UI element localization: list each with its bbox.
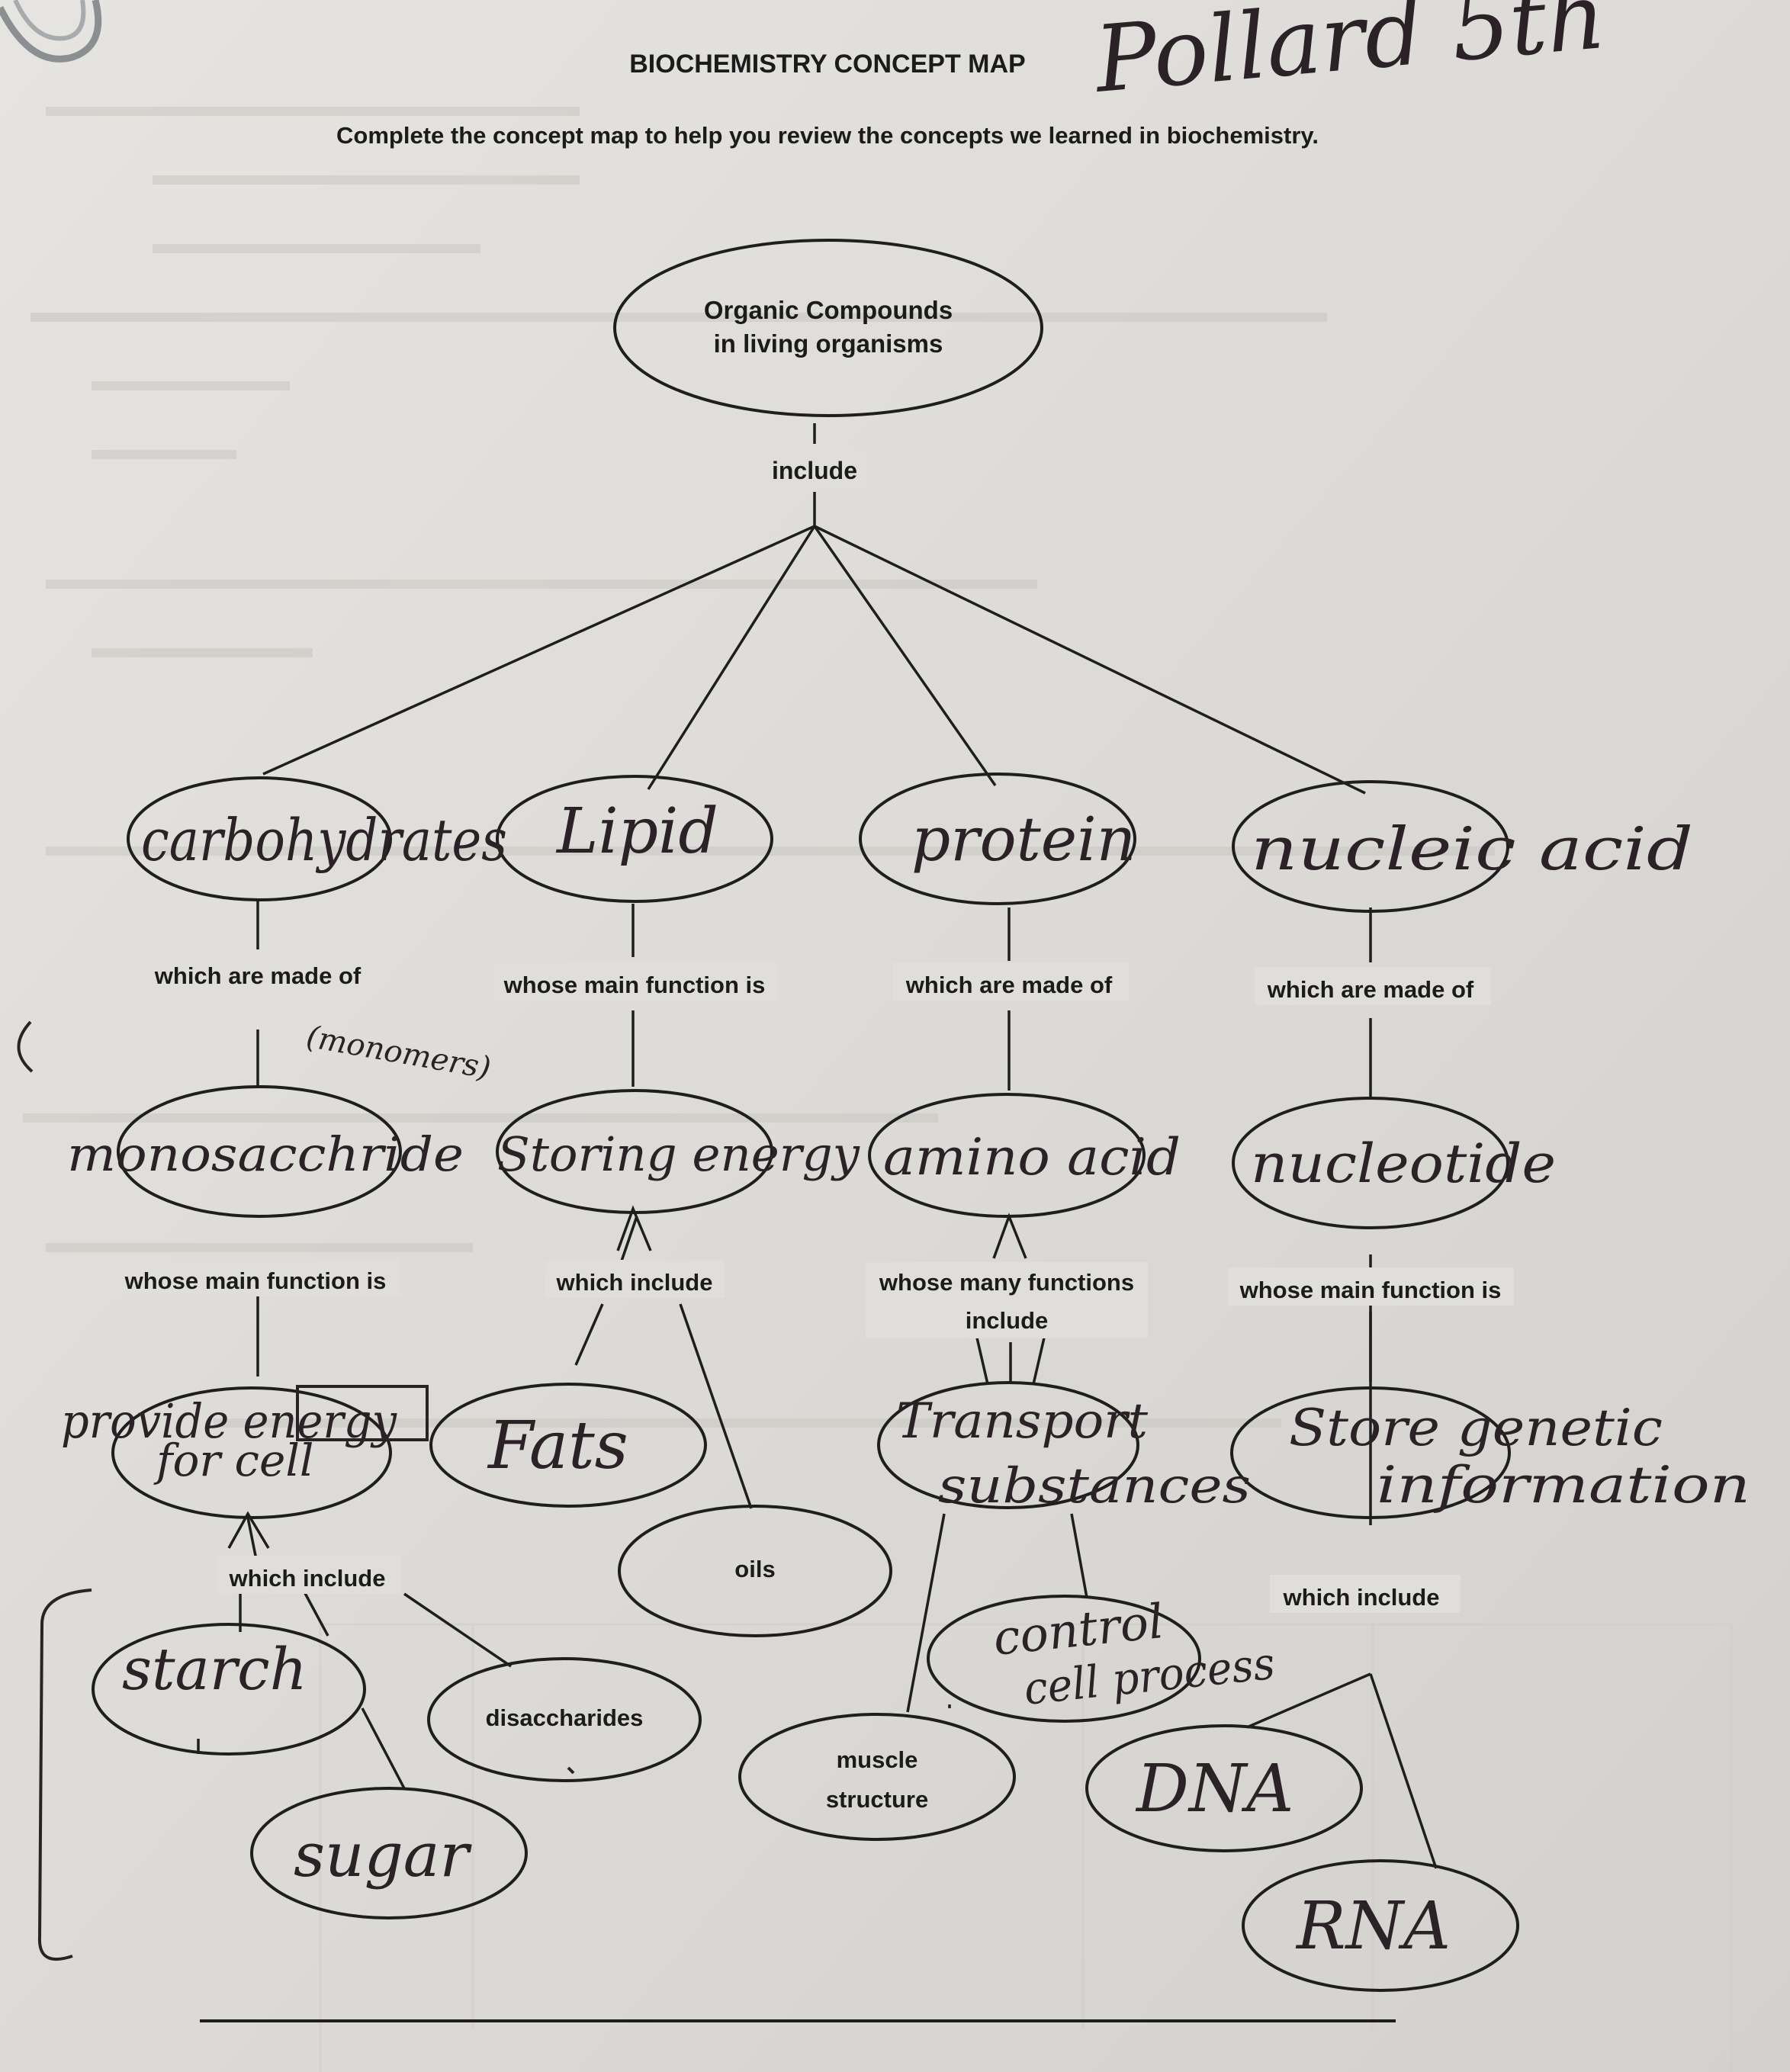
transport-answer-line2: substances (938, 1458, 1251, 1515)
paper-clip-icon (0, 0, 102, 63)
node-ellipses (92, 239, 1519, 1992)
carb-made-of-link: which are made of (154, 962, 362, 989)
rna-answer: RNA (1295, 1888, 1451, 1964)
fats-answer: Fats (487, 1408, 628, 1484)
nucleotide-answer: nucleotide (1251, 1132, 1556, 1195)
root-label-line2: in living organisms (714, 329, 943, 358)
protein-answer: protein (911, 804, 1136, 875)
worksheet-title: BIOCHEMISTRY CONCEPT MAP (629, 50, 1025, 79)
root-node (613, 239, 1043, 417)
muscle-structure-node (738, 1713, 1016, 1841)
dna-answer: DNA (1135, 1751, 1293, 1827)
starch-node (92, 1623, 366, 1756)
mono-function-link: whose main function is (124, 1267, 387, 1294)
store-genetic-answer-line2: information (1377, 1456, 1750, 1515)
energy-box-mark (296, 1385, 429, 1441)
disaccharides-label: disaccharides (486, 1704, 644, 1731)
nucleotide-function-link: whose main function is (1239, 1277, 1502, 1303)
carbohydrates-node (127, 776, 392, 901)
fats-node (429, 1383, 707, 1508)
oils-node (618, 1505, 892, 1637)
genetic-include-link: which include (1283, 1584, 1440, 1611)
store-genetic-answer-line1: Store genetic (1289, 1399, 1663, 1457)
energy-include-link: which include (229, 1565, 386, 1592)
root-label-line1: Organic Compounds (704, 296, 953, 324)
nucleic-made-of-link: which are made of (1267, 976, 1474, 1003)
transport-node (877, 1381, 1139, 1509)
lipid-node (496, 775, 773, 903)
amino-functions-link-line2: include (966, 1307, 1049, 1334)
nucleic-acid-node (1232, 780, 1509, 913)
nucleic-acid-answer: nucleic acid (1251, 815, 1693, 884)
amino-functions-link-line1: whose many functions (879, 1269, 1134, 1296)
transport-answer-line1: Transport (896, 1393, 1148, 1450)
lipid-include-link: which include (556, 1269, 713, 1296)
link-phrases: include which are made of whose main fun… (111, 448, 1514, 1613)
storing-energy-node (496, 1089, 773, 1214)
protein-node (859, 773, 1136, 905)
connector-lines (197, 423, 1438, 1869)
sugar-answer: sugar (294, 1820, 472, 1890)
lipid-function-link: whose main function is (503, 972, 766, 998)
instructions-text: Complete the concept map to help you rev… (336, 122, 1319, 149)
store-genetic-node (1230, 1386, 1511, 1519)
monosaccharide-node (117, 1085, 402, 1218)
provide-energy-answer-line2: for cell (153, 1434, 313, 1486)
protein-made-of-link: which are made of (905, 972, 1113, 998)
oils-label: oils (734, 1556, 775, 1582)
handwritten-answers: carbohydrates Lipid protein nucleic acid… (61, 795, 1750, 1964)
storing-energy-answer: Storing energy (497, 1126, 860, 1182)
sugar-node (250, 1787, 528, 1919)
nucleotide-node (1232, 1097, 1509, 1229)
monosaccharide-answer: monosacchride (67, 1126, 464, 1182)
include-link: include (772, 457, 857, 484)
muscle-structure-label-line1: muscle (837, 1746, 918, 1773)
muscle-structure-label-line2: structure (826, 1786, 928, 1813)
dna-node (1085, 1724, 1363, 1852)
lipid-answer: Lipid (555, 795, 718, 868)
amino-acid-node (868, 1093, 1146, 1218)
rna-node (1242, 1859, 1519, 1992)
disaccharides-node (427, 1657, 702, 1782)
provide-energy-node (111, 1386, 392, 1519)
control-node (927, 1595, 1201, 1723)
starch-answer: starch (122, 1635, 307, 1703)
carbohydrates-answer: carbohydrates (141, 806, 507, 874)
amino-acid-answer: amino acid (883, 1128, 1181, 1187)
pencil-marks (17, 1020, 575, 1961)
